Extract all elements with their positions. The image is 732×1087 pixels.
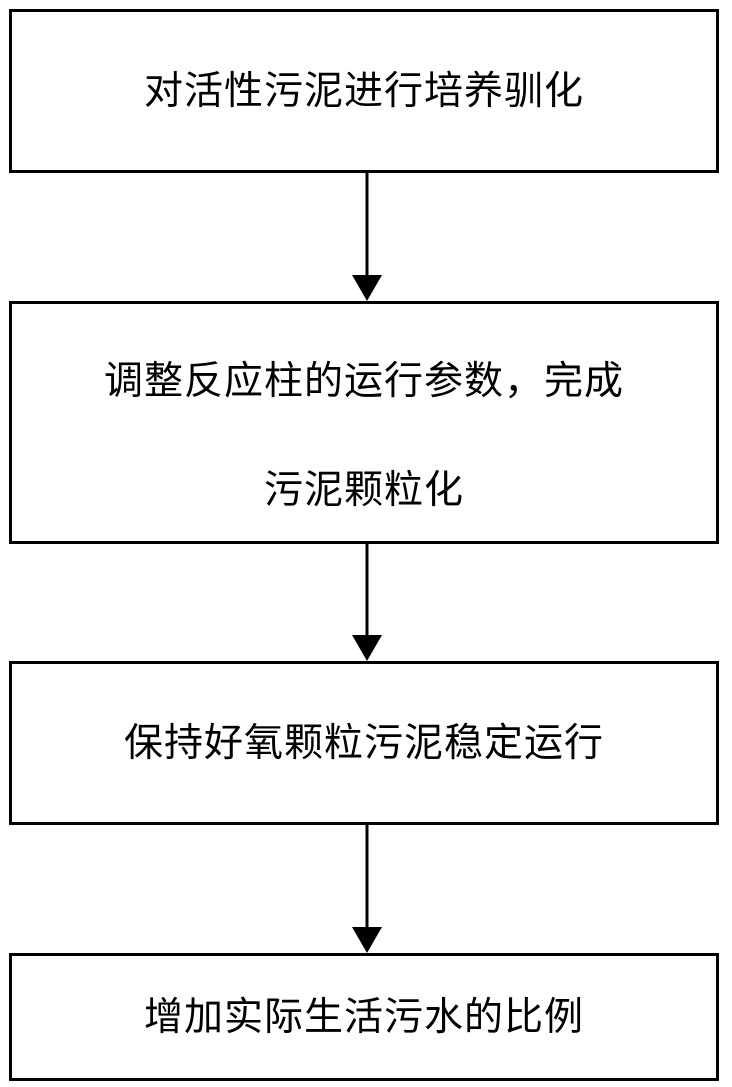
step-3-text: 保持好氧颗粒污泥稳定运行 [123, 720, 604, 766]
arrow-2-to-3 [352, 544, 382, 661]
step-1-text: 对活性污泥进行培养驯化 [143, 68, 584, 114]
step-4-text: 增加实际生活污水的比例 [143, 994, 584, 1040]
step-2-text-line-1: 调整反应柱的运行参数，完成 [103, 359, 624, 404]
step-box-culture-domestication: 对活性污泥进行培养驯化 [9, 9, 719, 173]
step-box-granulation: 调整反应柱的运行参数，完成 污泥颗粒化 [9, 301, 719, 544]
arrow-1-to-2 [352, 173, 382, 301]
step-box-increase-sewage-ratio: 增加实际生活污水的比例 [9, 953, 719, 1081]
step-box-stable-operation: 保持好氧颗粒污泥稳定运行 [9, 661, 719, 825]
step-2-text-line-2: 污泥颗粒化 [263, 468, 464, 513]
arrow-3-to-4 [352, 825, 382, 953]
